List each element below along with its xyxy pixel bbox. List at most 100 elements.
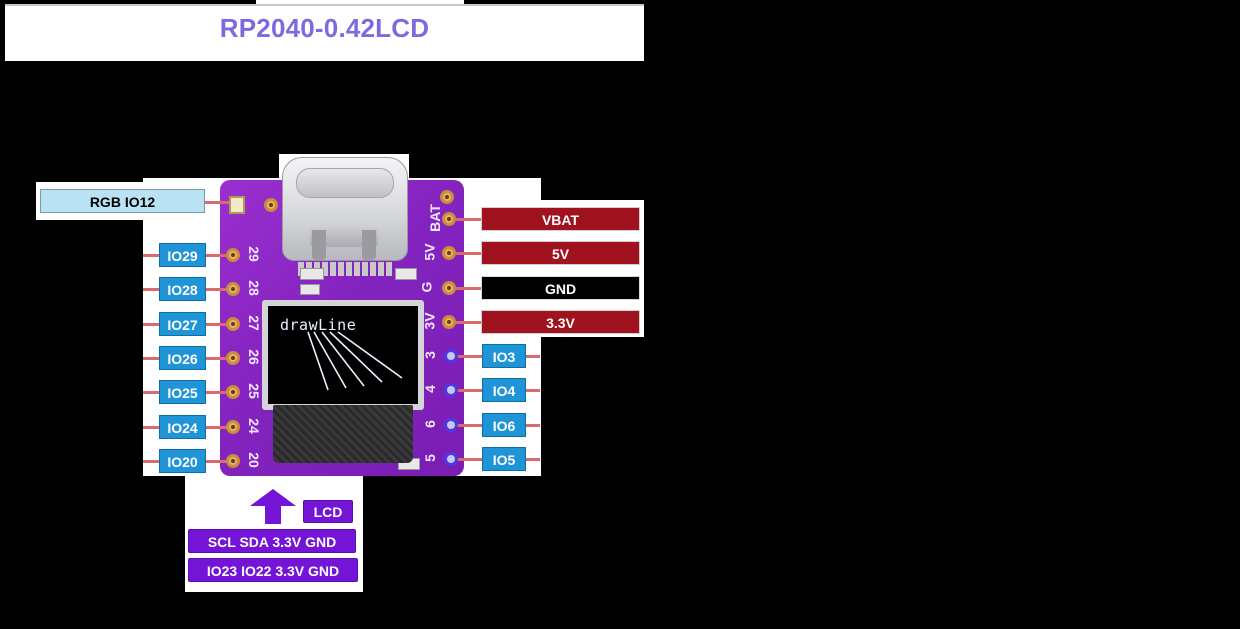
pin-line-right — [526, 458, 540, 461]
pin-pad-right — [442, 281, 456, 295]
pin-line-left — [143, 460, 159, 463]
pin-line-left — [143, 288, 159, 291]
pin-pad-right — [442, 246, 456, 260]
pin-silk-right: 6 — [421, 420, 438, 428]
pin-silk-right: G — [418, 281, 435, 293]
smd-component — [300, 284, 320, 295]
pin-pad-left — [226, 351, 240, 365]
oled-line — [329, 331, 383, 383]
pin-pad-right — [444, 349, 458, 363]
pin-label-left: IO27 — [159, 312, 206, 336]
pin-label-right: IO4 — [482, 378, 526, 402]
page-title: RP2040-0.42LCD — [219, 13, 430, 43]
pin-silk-left: 26 — [245, 349, 262, 365]
pin-silk-right: 3 — [421, 351, 438, 359]
oled-drawline-graphic — [307, 331, 403, 391]
title-box: RP2040-0.42LCD — [5, 4, 644, 61]
smd-component — [395, 268, 417, 280]
pin-label-5v: 5V — [481, 241, 640, 265]
usb-c-pin — [354, 262, 360, 276]
mount-pad — [440, 190, 454, 204]
pin-line-right — [456, 458, 482, 461]
usb-c-pin — [370, 262, 376, 276]
pin-pad-right — [442, 315, 456, 329]
pin-line-right — [456, 252, 481, 255]
rgb-led-icon — [229, 196, 245, 214]
rgb-connector-line — [205, 201, 229, 204]
pin-line-right — [456, 321, 481, 324]
pin-label-left: IO24 — [159, 415, 206, 439]
usb-c-body — [310, 225, 378, 247]
usb-c-pin — [362, 262, 368, 276]
lcd-signals-label: SCL SDA 3.3V GND — [188, 529, 356, 553]
pin-line-right — [456, 287, 481, 290]
pin-line-left — [206, 460, 228, 463]
pin-line-left — [206, 323, 228, 326]
pin-silk-left: 27 — [245, 315, 262, 331]
oled-line — [337, 331, 403, 379]
pin-line-left — [143, 323, 159, 326]
pin-silk-right: 5 — [421, 454, 438, 462]
oled-text: drawLine — [280, 316, 357, 334]
usb-c-pin — [330, 262, 336, 276]
pin-line-right — [456, 424, 482, 427]
pin-pad-right — [442, 212, 456, 226]
pin-silk-right: BAT — [426, 204, 443, 232]
pin-pad-right — [444, 452, 458, 466]
pin-line-right — [456, 218, 481, 221]
pin-pad-left — [226, 317, 240, 331]
pin-label-right: IO3 — [482, 344, 526, 368]
pin-line-left — [143, 357, 159, 360]
pin-label-right: IO6 — [482, 413, 526, 437]
pin-silk-right: 4 — [421, 385, 438, 393]
pin-silk-right: 3V — [421, 312, 438, 330]
pin-label-left: IO29 — [159, 243, 206, 267]
usb-c-slot — [296, 168, 394, 198]
pin-line-right — [456, 389, 482, 392]
pin-label-gnd: GND — [481, 276, 640, 300]
pin-line-right — [526, 424, 540, 427]
oled-line — [321, 331, 365, 387]
pin-silk-left: 20 — [245, 452, 262, 468]
pin-silk-right: 5V — [421, 243, 438, 261]
pin-label-33v: 3.3V — [481, 310, 640, 334]
smd-component — [300, 268, 324, 280]
pin-label-vbat: VBAT — [481, 207, 640, 231]
pin-pad-left — [226, 420, 240, 434]
pin-line-right — [526, 389, 540, 392]
pin-pad-left — [226, 454, 240, 468]
pin-line-left — [143, 391, 159, 394]
usb-c-pin — [378, 262, 384, 276]
title-tab — [256, 0, 464, 4]
pin-label-left: IO20 — [159, 449, 206, 473]
pin-silk-left: 24 — [245, 418, 262, 434]
pin-label-left: IO25 — [159, 380, 206, 404]
pin-line-left — [143, 254, 159, 257]
usb-c-leg — [312, 230, 326, 260]
pin-pad-left — [226, 248, 240, 262]
mount-pad — [264, 198, 278, 212]
pin-pad-left — [226, 385, 240, 399]
pin-pad-right — [444, 383, 458, 397]
usb-c-leg — [362, 230, 376, 260]
oled-ribbon-cable — [273, 405, 413, 463]
pin-silk-left: 28 — [245, 280, 262, 296]
pin-label-left: IO26 — [159, 346, 206, 370]
pin-line-left — [206, 357, 228, 360]
oled-screen — [268, 306, 418, 404]
rgb-io12-label: RGB IO12 — [40, 189, 205, 213]
pin-silk-left: 25 — [245, 383, 262, 399]
pin-line-left — [206, 254, 228, 257]
usb-c-pin — [346, 262, 352, 276]
pin-pad-right — [444, 418, 458, 432]
oled-line — [307, 331, 329, 391]
pin-line-right — [456, 355, 482, 358]
lcd-label: LCD — [303, 500, 353, 523]
pin-line-left — [143, 426, 159, 429]
pin-pad-left — [226, 282, 240, 296]
lcd-pins-label: IO23 IO22 3.3V GND — [188, 558, 358, 582]
usb-c-pin — [386, 262, 392, 276]
pin-line-left — [206, 391, 228, 394]
arrow-up-icon — [250, 489, 296, 524]
oled-line — [313, 331, 347, 389]
